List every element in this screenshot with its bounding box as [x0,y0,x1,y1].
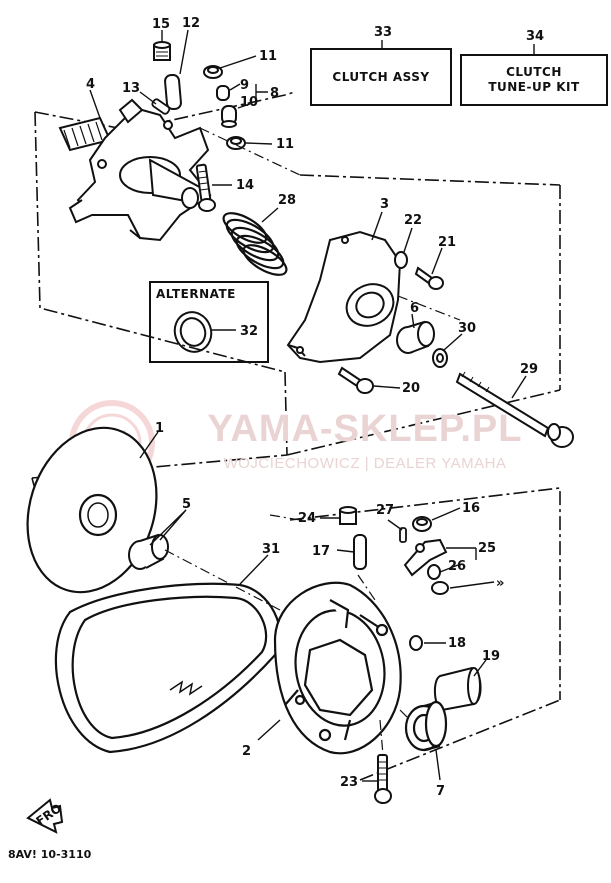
part-17-pin [353,534,367,570]
label-duplicate: » [496,576,504,591]
label-27: 27 [376,503,394,518]
part-12-pin [164,73,182,111]
part-31-belt [54,582,282,754]
label-7: 7 [436,784,445,799]
label-12: 12 [182,16,200,31]
label-32: 32 [240,324,258,339]
tune-up-kit-label-line1: CLUTCH [506,65,562,79]
part-7-bushing [404,700,448,752]
label-24: 24 [298,511,316,526]
clutch-assy-label: CLUTCH ASSY [332,69,430,84]
label-2: 2 [242,744,251,759]
label-21: 21 [438,235,456,250]
part-28-spring [222,212,288,276]
label-10: 10 [240,95,258,110]
part-21-bolt [414,266,444,290]
part-14-bolt [195,163,216,212]
label-20: 20 [402,381,420,396]
label-4: 4 [86,77,95,92]
label-16: 16 [462,501,480,516]
label-15: 15 [152,17,170,32]
label-14: 14 [236,178,254,193]
assembly-axis-lines [164,127,461,756]
diagram-code: 8AV! 10-3110 [8,848,92,861]
part-20-screw [337,366,374,394]
part-small-nut [431,581,449,595]
label-25: 25 [478,541,496,556]
label-23: 23 [340,775,358,790]
label-11-top: 11 [259,49,277,64]
clutch-assy-box: CLUTCH ASSY [310,48,452,106]
label-8: 8 [270,86,279,101]
label-5: 5 [182,497,191,512]
label-18: 18 [448,636,466,651]
part-3-cover [286,230,402,364]
part-29-long-bolt [455,371,574,448]
part-30-washer [432,348,448,368]
part-6-bushing [396,320,435,354]
part-10-bushing [221,105,237,128]
label-19: 19 [482,649,500,664]
clutch-tune-up-kit-box: CLUTCH TUNE-UP KIT [460,54,608,106]
part-25-arm [403,538,448,577]
part-24-cap [339,506,357,525]
part-1-sheave [26,426,158,594]
part-11-upper-nut [203,65,223,79]
label-9: 9 [240,78,249,93]
label-29: 29 [520,362,538,377]
label-17: 17 [312,544,330,559]
leader-lines [89,29,527,782]
part-4-spider-shaft [58,98,212,242]
part-9-roller [216,85,230,101]
alternate-label: ALTERNATE [156,287,236,301]
label-22: 22 [404,213,422,228]
label-28: 28 [278,193,296,208]
label-33: 33 [374,25,392,40]
front-arrow-icon [26,798,64,834]
part-27-pin [399,527,407,543]
label-30: 30 [458,321,476,336]
label-1: 1 [155,421,164,436]
part-15-cap [153,41,171,61]
part-19-sleeve [434,666,482,712]
part-23-bolt [374,754,392,804]
label-3: 3 [380,197,389,212]
label-31: 31 [262,542,280,557]
label-11-bottom: 11 [276,137,294,152]
part-5-bushing [128,533,169,570]
part-26-roller [427,564,441,580]
tune-up-kit-label-line2: TUNE-UP KIT [488,80,580,94]
part-16-nut [412,516,432,532]
part-2-movable-sheave [273,581,402,755]
part-22-cap [394,251,408,269]
label-26: 26 [448,559,466,574]
label-13: 13 [122,81,140,96]
part-18-bolt [409,635,423,651]
part-11-lower-nut [226,136,246,150]
alternate-box [149,281,269,363]
label-34: 34 [526,29,544,44]
label-6: 6 [410,301,419,316]
